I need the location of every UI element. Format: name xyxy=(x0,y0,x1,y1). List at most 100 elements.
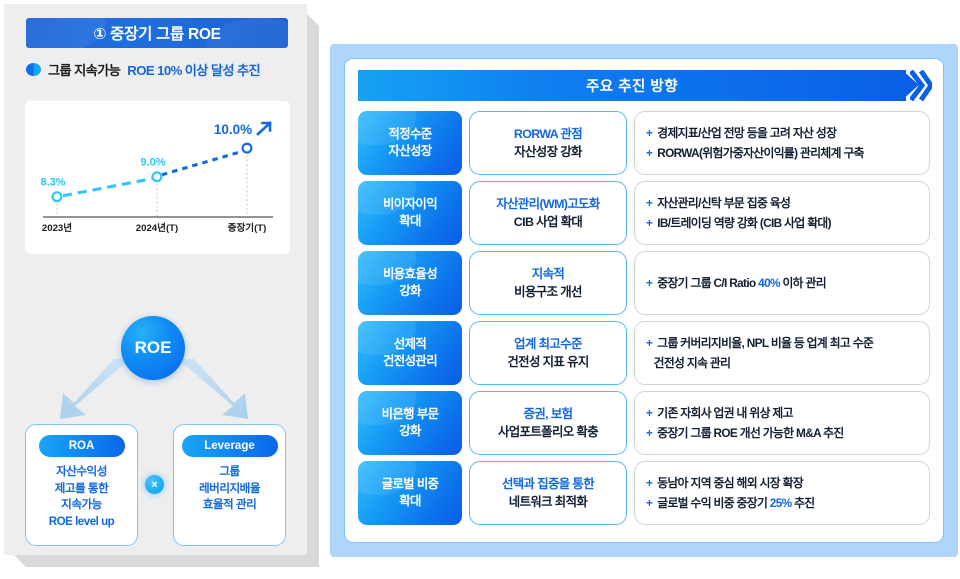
detail-text: 건전성 지속 관리 xyxy=(653,356,731,370)
right-panel-header: 주요 추진 방향 xyxy=(358,70,932,101)
strategy-row-details: +그룹 커버리지비율, NPL 비율 등 업계 최고 수준 건전성 지속 관리 xyxy=(634,321,930,385)
leverage-line-2: 효율적 관리 xyxy=(202,498,257,511)
chart-trend-arrow xyxy=(256,121,272,136)
chart-marker-0 xyxy=(51,191,63,203)
chart-category-label-2: 중장기(T) xyxy=(228,222,267,234)
direction-line-1: RORWA 관점 xyxy=(513,127,583,141)
direction-line-2: CIB 사업 확대 xyxy=(513,215,583,229)
strategy-row-details: +동남아 지역 중심 해외 시장 확장+글로벌 수익 비중 중장기 25% 추진 xyxy=(634,461,930,525)
roa-badge: ROA xyxy=(38,435,125,457)
strategy-row-details: + 기존 자회사 업권 내 위상 제고 + 중장기 그룹 ROE 개선 가능한 M&A… xyxy=(634,391,930,455)
roa-line-3: ROE level up xyxy=(48,514,115,528)
detail-text: RORWA(위험가중자산이익률) 관리체계 구축 xyxy=(657,146,864,160)
plus-icon: + xyxy=(646,476,653,490)
detail-bullet: + 중장기 그룹 ROE 개선 가능한 M&A 추진 xyxy=(646,425,918,441)
detail-bullet: + 기존 자회사 업권 내 위상 제고 xyxy=(646,405,918,421)
plus-icon: + xyxy=(646,126,653,140)
chart-value-label-1: 9.0% xyxy=(140,157,165,169)
strategy-row-details: + 경제지표/산업 전망 등을 고려 자산 성장 + RORWA(위험가중자산이익률)… xyxy=(634,111,930,175)
detail-highlight: 40% xyxy=(758,276,780,290)
detail-text: 중장기 그룹 ROE 개선 가능한 M&A 추진 xyxy=(657,426,844,440)
multiply-icon: × xyxy=(145,475,164,494)
leverage-badge: Leverage xyxy=(181,435,278,457)
direction-line-2: 네트워크 최적화 xyxy=(508,495,588,509)
leverage-line-0: 그룹 xyxy=(219,465,240,478)
plus-icon: + xyxy=(646,276,653,290)
chart-category-label-0: 2023년 xyxy=(42,222,72,234)
roa-card-text: 자산수익성 제고를 통한 지속가능 ROE level up xyxy=(49,464,115,530)
chart-category-label-1: 2024년(T) xyxy=(136,222,178,234)
detail-text: IB/트레이딩 역량 강화 (CIB 사업 확대) xyxy=(657,216,831,230)
direction-line-2: 비용구조 개선 xyxy=(514,285,582,299)
arrow-to-leverage xyxy=(178,359,248,419)
detail-bullet: + IB/트레이딩 역량 강화 (CIB 사업 확대) xyxy=(646,215,918,231)
roe-circle: ROE xyxy=(121,316,185,380)
plus-icon: + xyxy=(646,406,653,420)
roe-circle-label: ROE xyxy=(134,338,172,357)
direction-line-2: 건전성 지표 유지 xyxy=(507,355,589,369)
direction-line-1: 선택과 집중을 통한 xyxy=(501,477,595,491)
roa-line-1: 제고를 통한 xyxy=(54,481,109,495)
chart-marker-2 xyxy=(241,142,253,154)
plus-icon xyxy=(646,355,649,371)
bullet-dot-icon xyxy=(26,63,41,76)
roa-line-0: 자산수익성 xyxy=(56,465,107,478)
detail-text: 자산관리/신탁 부문 집중 육성 xyxy=(657,196,791,210)
detail-text: 중장기 그룹 C/I Ratio 40% 이하 관리 xyxy=(657,276,826,290)
detail-bullet: + 자산관리/신탁 부문 집중 육성 xyxy=(646,195,918,211)
plus-icon: + xyxy=(646,216,653,230)
right-panel-header-title: 주요 추진 방향 xyxy=(358,70,906,101)
detail-highlight: 25% xyxy=(769,496,792,510)
direction-line-1: 증권, 보험 xyxy=(523,407,573,421)
plus-icon: + xyxy=(646,196,653,210)
bullet-text-blue: ROE 10% 이상 달성 추진 xyxy=(127,63,261,78)
chart-marker-1 xyxy=(151,171,163,183)
roa-card: ROA 자산수익성 제고를 통한 지속가능 ROE level up xyxy=(25,424,138,546)
detail-bullet: + RORWA(위험가중자산이익률) 관리체계 구축 xyxy=(646,145,918,161)
roa-line-2: 지속가능 xyxy=(61,498,102,511)
detail-bullet: + 중장기 그룹 C/I Ratio 40% 이하 관리 xyxy=(646,275,918,291)
arrow-to-roa xyxy=(60,359,130,419)
detail-bullet: +동남아 지역 중심 해외 시장 확장 xyxy=(646,475,918,491)
detail-bullet: 건전성 지속 관리 xyxy=(646,355,918,371)
detail-bullet: + 글로벌 수익 비중 중장기 25% 추진 xyxy=(646,495,918,511)
detail-text: 글로벌 수익 비중 중장기 25% 추진 xyxy=(657,496,815,510)
chart-value-label-0: 8.3% xyxy=(40,177,65,189)
plus-icon: + xyxy=(646,146,653,160)
left-panel: ① 중장기 그룹 ROE 그룹 지속가능 ROE 10% 이상 달성 추진 xyxy=(4,4,307,555)
detail-text: 기존 자회사 업권 내 위상 제고 xyxy=(657,406,793,420)
plus-icon: + xyxy=(646,426,653,440)
detail-text: 경제지표/산업 전망 등을 고려 자산 성장 xyxy=(657,126,837,140)
leverage-card-text: 그룹 레버리지배율 효율적 관리 xyxy=(199,464,261,514)
direction-line-2: 사업포트폴리오 확충 xyxy=(497,425,599,439)
detail-bullet: +그룹 커버리지비율, NPL 비율 등 업계 최고 수준 xyxy=(646,335,918,351)
direction-line-1: 업계 최고수준 xyxy=(514,337,582,351)
roe-split-arrows xyxy=(60,359,248,419)
header-chevron-icon xyxy=(910,70,932,101)
detail-text: 그룹 커버리지비율, NPL 비율 등 업계 최고 수준 xyxy=(657,336,874,350)
plus-icon: + xyxy=(646,496,653,510)
